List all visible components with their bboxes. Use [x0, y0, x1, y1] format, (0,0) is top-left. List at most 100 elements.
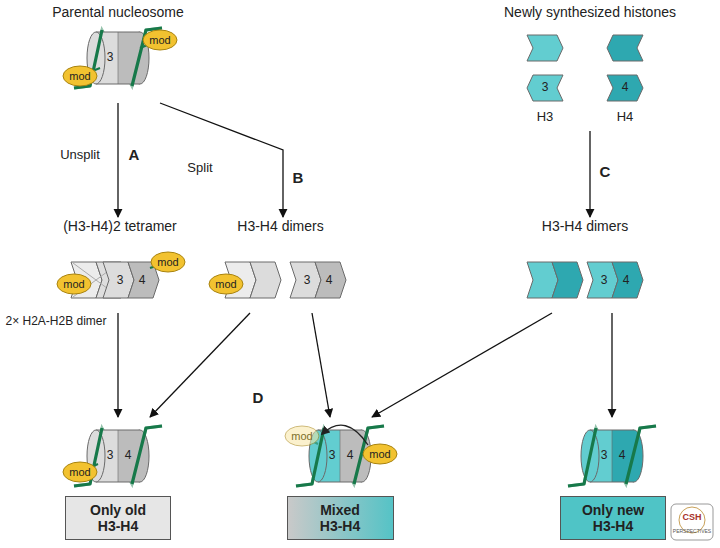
publisher-logo — [671, 504, 713, 540]
panel-letter: D — [253, 390, 264, 407]
histone-number: 3 — [329, 449, 336, 462]
mod-ellipse — [151, 252, 185, 272]
mod-ellipse — [63, 462, 97, 482]
arrow-connector — [150, 313, 250, 417]
histone-outline — [118, 430, 119, 482]
panel-letter: A — [129, 147, 140, 164]
modification — [285, 426, 319, 446]
stage-group: Parental nucleosome — [28, 4, 208, 102]
mod-label: mod — [69, 70, 90, 82]
nucleosome — [568, 426, 656, 486]
edge-label: Split — [185, 160, 214, 176]
stage-group: H3-H4 dimers — [208, 218, 353, 312]
mod-ellipse — [143, 30, 177, 50]
dna-strand — [568, 428, 596, 486]
modification — [63, 66, 100, 86]
histone-number: 3 — [304, 274, 311, 287]
mod-ellipse — [285, 426, 319, 446]
histone-number: 4 — [347, 449, 354, 462]
mod-label: mod — [149, 34, 170, 46]
histone-outline — [612, 430, 613, 482]
dna-strand — [132, 426, 162, 484]
histone-core — [612, 430, 634, 482]
h4-shape — [612, 262, 643, 298]
logo-text: PERSPECTIVES — [673, 529, 711, 535]
h4-shape — [315, 262, 346, 298]
mod-ellipse — [63, 66, 97, 86]
histone-number: 3 — [107, 449, 114, 462]
arrow-connector — [611, 313, 612, 417]
result-label: Only old H3-H4 — [65, 496, 171, 540]
histone-core — [118, 32, 140, 84]
dna-strand — [626, 426, 656, 484]
modification — [140, 30, 177, 50]
result-box: Only old H3-H4 — [55, 418, 181, 540]
histone-number: 4 — [139, 274, 146, 287]
modification — [150, 252, 185, 272]
old-dimers — [225, 262, 346, 298]
panel-letter: B — [293, 170, 304, 187]
histone-core — [340, 430, 362, 482]
h4-shape — [552, 262, 583, 298]
histone-shape — [527, 75, 563, 101]
histone-number: 3 — [107, 51, 114, 64]
logo-frame — [671, 504, 713, 540]
stage-group: H3-H4 dimers — [515, 218, 655, 312]
arrow-connector — [312, 313, 330, 417]
histone-outline — [118, 32, 119, 84]
mod-label: mod — [157, 256, 178, 268]
edge-label: Unsplit — [58, 147, 102, 163]
mod-label: mod — [69, 466, 90, 478]
arrow-connector — [372, 313, 552, 417]
histone-number: 3 — [601, 449, 608, 462]
arrow-connector — [589, 131, 590, 217]
result-label: Mixed H3-H4 — [287, 496, 394, 540]
logo-text: CSH — [682, 513, 701, 523]
mod-ellipse — [363, 444, 397, 464]
mod-label: mod — [63, 278, 84, 290]
histone-core — [118, 430, 140, 482]
histone-number: 4 — [326, 274, 333, 287]
mod-ellipse — [209, 274, 243, 294]
histone-number: 3 — [117, 274, 124, 287]
transfer-arrow — [322, 425, 368, 445]
result-label: Only new H3-H4 — [560, 496, 666, 540]
annotation: H3 — [537, 110, 554, 124]
stage-title: H3-H4 dimers — [542, 218, 628, 235]
arrow-connector — [117, 103, 118, 217]
modification — [209, 274, 243, 294]
mod-label-faded: mod — [291, 430, 312, 442]
mod-label: mod — [215, 278, 236, 290]
modification — [57, 274, 91, 294]
stage-group: Newly synthesized histones — [495, 4, 685, 130]
new-dimers — [527, 262, 643, 298]
histone-shape — [527, 35, 563, 61]
stage-title: Newly synthesized histones — [504, 4, 676, 21]
modification — [362, 444, 397, 464]
histone-number: 3 — [601, 274, 608, 287]
annotation: H4 — [617, 110, 634, 124]
histone-number: 4 — [125, 449, 132, 462]
arrow-connector — [160, 103, 283, 217]
mod-label: mod — [369, 448, 390, 460]
modification — [63, 462, 98, 482]
histone-outline — [340, 430, 341, 482]
histone-shape — [607, 35, 643, 61]
histone-number: 4 — [623, 274, 630, 287]
histone-shape — [607, 75, 643, 101]
arrow-connector — [117, 313, 118, 417]
stage-title: Parental nucleosome — [52, 4, 184, 21]
panel-letter: C — [600, 164, 611, 181]
histone-number: 4 — [619, 449, 626, 462]
dna-strand — [568, 426, 656, 486]
result-box: Only new H3-H4 — [550, 418, 676, 540]
mod-ellipse — [57, 274, 91, 294]
stage-title: (H3-H4)2 tetramer — [63, 218, 177, 235]
stage-title: H3-H4 dimers — [237, 218, 323, 235]
histone-number: 4 — [622, 81, 629, 94]
annotation: 2× H2A-H2B dimer — [5, 315, 106, 328]
new-histones — [527, 35, 643, 101]
